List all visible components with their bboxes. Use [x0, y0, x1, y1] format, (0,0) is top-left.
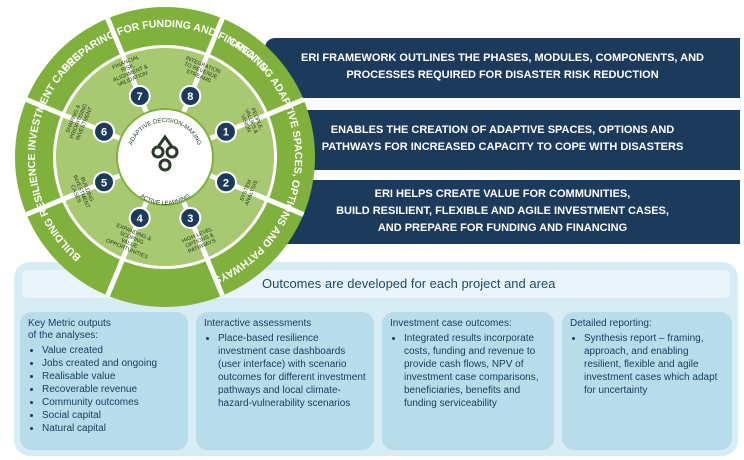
segment-number: 1: [223, 127, 229, 139]
segment-number-badge: [214, 171, 237, 194]
segment-number: 2: [223, 177, 229, 189]
card-title: Key Metric outputs: [28, 318, 111, 329]
statement-bar-1: ERI FRAMEWORK OUTLINES THE PHASES, MODUL…: [265, 38, 740, 98]
outcome-card-investment: Investment case outcomes: Integrated res…: [382, 312, 554, 450]
list-item: Jobs created and ongoing: [42, 357, 180, 370]
list-item: Realisable value: [42, 370, 180, 383]
card-title: Detailed reporting:: [570, 318, 652, 329]
statement-bar-2: ENABLES THE CREATION OF ADAPTIVE SPACES,…: [265, 110, 740, 170]
segment-number: 5: [101, 177, 107, 189]
segment-label: PEOPLE,VALUES &VISION: [238, 106, 265, 138]
outcomes-panel: Outcomes are developed for each project …: [14, 262, 738, 456]
statement-line: PATHWAYS FOR INCREASED CAPACITY TO COPE …: [321, 141, 684, 153]
list-item: Place-based resilience investment case d…: [218, 332, 366, 410]
segment-number-badge: [93, 171, 116, 194]
segment-number: 8: [187, 91, 193, 103]
segment-number: 6: [101, 127, 107, 139]
card-title: Interactive assessments: [204, 318, 312, 329]
list-item: Synthesis report – framing, approach, an…: [584, 332, 724, 397]
statement-bar-3: ERI HELPS CREATE VALUE FOR COMMUNITIES, …: [265, 180, 740, 244]
segment-number-badge: [179, 85, 202, 108]
segment-number: 3: [187, 213, 193, 225]
card-title: Investment case outcomes:: [390, 318, 512, 329]
outcome-card-reporting: Detailed reporting: Synthesis report – f…: [562, 312, 732, 450]
statement-line: ERI HELPS CREATE VALUE FOR COMMUNITIES,: [374, 188, 631, 200]
statement-line: PROCESSES REQUIRED FOR DISASTER RISK RED…: [346, 69, 659, 81]
segment-number-badge: [128, 206, 151, 229]
segment-number: 7: [137, 91, 143, 103]
segment-number-badge: [179, 206, 202, 229]
segment-number-badge: [214, 120, 237, 143]
statement-line: ERI FRAMEWORK OUTLINES THE PHASES, MODUL…: [301, 52, 704, 64]
list-item: Natural capital: [42, 422, 180, 435]
card-title: of the analyses:: [28, 330, 99, 341]
outcome-card-interactive: Interactive assessments Place-based resi…: [196, 312, 374, 450]
statement-line: AND PREPARE FOR FUNDING AND FINANCING: [377, 222, 628, 234]
segment-number-badge: [93, 120, 116, 143]
segment-number: 4: [137, 213, 144, 225]
segment-label: FINANCIALRISK,ALIGNMENT &VALIDATION: [108, 53, 152, 90]
statement-line: BUILD RESILIENT, FLEXIBLE AND AGILE INVE…: [336, 205, 669, 217]
wheel-center: [116, 108, 214, 206]
list-item: Social capital: [42, 409, 180, 422]
list-item: Recoverable revenue: [42, 383, 180, 396]
list-item: Value created: [42, 344, 180, 357]
list-item: Integrated results incorporate costs, fu…: [404, 332, 546, 410]
center-icon: [151, 134, 179, 172]
outcome-card-metrics: Key Metric outputs of the analyses: Valu…: [20, 312, 188, 450]
outcomes-banner-text: Outcomes are developed for each project …: [262, 276, 556, 291]
statement-line: ENABLES THE CREATION OF ADAPTIVE SPACES,…: [330, 124, 675, 136]
list-item: Community outcomes: [42, 396, 180, 409]
segment-number-badge: [128, 85, 151, 108]
